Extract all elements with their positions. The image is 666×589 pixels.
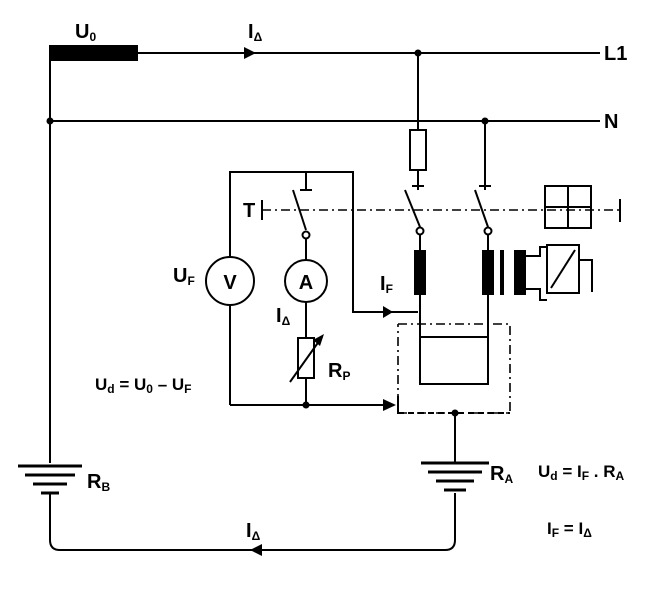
transformer-core-icon: [500, 250, 504, 295]
svg-text:A: A: [299, 272, 313, 294]
source-u0-block: [50, 45, 138, 61]
rcd-core-coil-l1: [414, 250, 426, 295]
label-t: T: [243, 200, 255, 222]
earth-ra-icon: [421, 461, 489, 492]
return-current-arrow-icon: [250, 544, 262, 556]
load-link: [419, 336, 489, 385]
earth-rb-icon: [18, 464, 82, 495]
test-switch-contact: [292, 189, 307, 231]
equation-ud-u0-uf: Ud = U0 – UF: [95, 375, 192, 396]
voltmeter-icon: V: [205, 256, 255, 306]
transformer-secondary-coil: [514, 250, 526, 295]
equation-if-idelta: IF = IΔ: [547, 519, 592, 540]
ammeter-icon: A: [284, 259, 328, 303]
label-l1: L1: [604, 43, 627, 65]
label-u0: U0: [75, 21, 96, 44]
equation-ud-if-ra: Ud = IF . RA: [538, 462, 625, 483]
variable-resistor-rp-icon: [289, 334, 324, 383]
svg-text:V: V: [223, 272, 237, 294]
label-ra: RA: [490, 463, 513, 486]
equipment-enclosure: [397, 323, 511, 414]
trip-relay-coil: [546, 244, 580, 294]
junction-dot: [46, 117, 54, 125]
line-l1: [50, 47, 600, 59]
fault-current-arrow-icon: [383, 306, 393, 318]
label-uf: UF: [173, 265, 195, 288]
rcd-contact-l1: [404, 189, 421, 228]
label-rp: RP: [328, 360, 350, 383]
fuse-icon: [409, 129, 427, 171]
label-i-delta-bottom: IΔ: [246, 520, 261, 543]
rcd-core-coil-n: [482, 250, 494, 295]
label-i-delta-top: IΔ: [248, 21, 263, 44]
label-rb: RB: [87, 471, 110, 494]
current-arrow-icon: [244, 47, 256, 59]
rcd-contact-n: [474, 189, 489, 228]
label-n: N: [604, 111, 618, 133]
measurement-wire-top: [229, 171, 418, 313]
label-if: IF: [380, 273, 393, 296]
label-i-delta-mid: IΔ: [276, 305, 291, 328]
